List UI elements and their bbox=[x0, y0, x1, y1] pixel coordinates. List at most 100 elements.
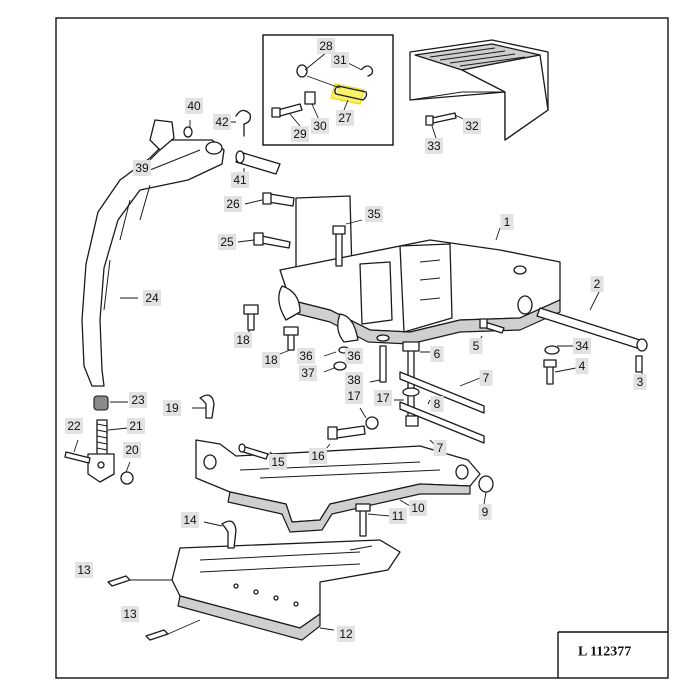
part-label-box bbox=[345, 372, 363, 388]
part-label-box bbox=[337, 626, 355, 642]
part-label-text: 12 bbox=[339, 627, 353, 641]
part-label-25: 25 bbox=[218, 234, 236, 250]
part-label-box bbox=[331, 52, 349, 68]
part-label-box bbox=[309, 448, 327, 464]
part-label-text: 16 bbox=[311, 449, 325, 463]
part-label-text: 7 bbox=[483, 371, 490, 385]
washer-28 bbox=[296, 64, 308, 78]
part-label-text: 29 bbox=[293, 127, 307, 141]
part-label-text: 15 bbox=[271, 455, 285, 469]
part-label-text: 23 bbox=[131, 393, 145, 407]
main-frame bbox=[278, 195, 561, 345]
part-label-text: 25 bbox=[220, 235, 234, 249]
part-label-28: 28 bbox=[317, 38, 335, 54]
part-label-15: 15 bbox=[269, 454, 287, 470]
lift-arm bbox=[81, 139, 225, 387]
part-label-box bbox=[479, 370, 493, 386]
part-label-26: 26 bbox=[224, 196, 242, 212]
part-label-32: 32 bbox=[463, 118, 481, 134]
part-label-box bbox=[345, 348, 363, 364]
part-label-box bbox=[463, 118, 481, 134]
part-label-box bbox=[231, 172, 249, 188]
bolts-25-26 bbox=[237, 192, 295, 249]
part-label-box bbox=[213, 114, 231, 130]
part-label-box bbox=[181, 512, 199, 528]
part-label-14: 14 bbox=[181, 512, 199, 528]
part-label-17b: 17 bbox=[374, 390, 392, 406]
part-label-text: 17 bbox=[376, 391, 390, 405]
part-label-34: 34 bbox=[573, 338, 591, 354]
part-label-text: 6 bbox=[434, 347, 441, 361]
bolt-29-head bbox=[271, 107, 281, 118]
lower-link bbox=[64, 395, 134, 485]
part-label-box bbox=[299, 365, 317, 381]
part-label-13a: 13 bbox=[75, 562, 93, 578]
part-label-7b: 7 bbox=[433, 440, 447, 456]
part-label-box bbox=[75, 562, 93, 578]
part-label-text: 10 bbox=[411, 501, 425, 515]
inset-detail bbox=[262, 34, 394, 146]
part-label-41: 41 bbox=[231, 172, 249, 188]
part-label-9: 9 bbox=[478, 504, 492, 520]
part-label-text: 30 bbox=[313, 119, 327, 133]
part-label-8: 8 bbox=[430, 396, 444, 412]
part-label-33: 33 bbox=[425, 138, 443, 154]
part-label-box bbox=[374, 390, 392, 406]
part-label-39: 39 bbox=[133, 160, 151, 176]
part-label-box bbox=[127, 418, 145, 434]
part-label-box bbox=[345, 388, 363, 404]
part-label-box bbox=[121, 606, 139, 622]
part-label-box bbox=[133, 160, 151, 176]
part-label-22: 22 bbox=[65, 418, 83, 434]
part-label-box bbox=[163, 400, 181, 416]
part-label-box bbox=[224, 196, 242, 212]
part-label-text: 36 bbox=[299, 349, 313, 363]
part-label-text: 4 bbox=[579, 359, 586, 373]
part-label-27: 27 bbox=[336, 110, 354, 126]
part-label-text: 28 bbox=[319, 39, 333, 53]
bolts-16-17 bbox=[321, 407, 379, 455]
part-label-text: 42 bbox=[215, 115, 229, 129]
clip-31 bbox=[361, 65, 374, 77]
part-label-box bbox=[389, 508, 407, 524]
part-label-31: 31 bbox=[331, 52, 349, 68]
part-label-box bbox=[185, 98, 203, 114]
part-label-box bbox=[500, 214, 514, 230]
bracket-39 bbox=[149, 119, 193, 161]
rod-2 bbox=[536, 289, 648, 385]
part-label-text: 22 bbox=[67, 419, 81, 433]
part-label-text: 2 bbox=[594, 277, 601, 291]
seat-cushion bbox=[409, 39, 549, 141]
part-label-36a: 36 bbox=[297, 348, 315, 364]
part-label-1: 1 bbox=[500, 214, 514, 230]
part-label-42: 42 bbox=[213, 114, 231, 130]
part-label-11: 11 bbox=[389, 508, 407, 524]
part-label-box bbox=[478, 504, 492, 520]
part-label-10: 10 bbox=[409, 500, 427, 516]
part-label-text: 27 bbox=[338, 111, 352, 125]
part-label-text: 11 bbox=[392, 509, 405, 523]
part-label-text: 34 bbox=[575, 339, 589, 353]
part-label-18a: 18 bbox=[234, 332, 252, 348]
part-label-text: 36 bbox=[347, 349, 361, 363]
part-label-box bbox=[218, 234, 236, 250]
part-label-20: 20 bbox=[123, 442, 141, 458]
part-label-text: 17 bbox=[347, 389, 361, 403]
part-label-box bbox=[129, 392, 147, 408]
part-label-21: 21 bbox=[127, 418, 145, 434]
part-label-4: 4 bbox=[575, 358, 589, 374]
part-label-2: 2 bbox=[590, 276, 604, 292]
part-label-box bbox=[291, 126, 309, 142]
part-label-box bbox=[269, 454, 287, 470]
part-label-text: 8 bbox=[434, 397, 441, 411]
part-label-text: 3 bbox=[637, 375, 644, 389]
part-label-text: 20 bbox=[125, 443, 139, 457]
bolt-5 bbox=[475, 318, 505, 347]
part-label-box bbox=[234, 332, 252, 348]
part-label-40: 40 bbox=[185, 98, 203, 114]
part-label-12: 12 bbox=[337, 626, 355, 642]
part-label-text: 13 bbox=[77, 563, 91, 577]
part-label-36b: 36 bbox=[345, 348, 363, 364]
part-label-box bbox=[317, 38, 335, 54]
